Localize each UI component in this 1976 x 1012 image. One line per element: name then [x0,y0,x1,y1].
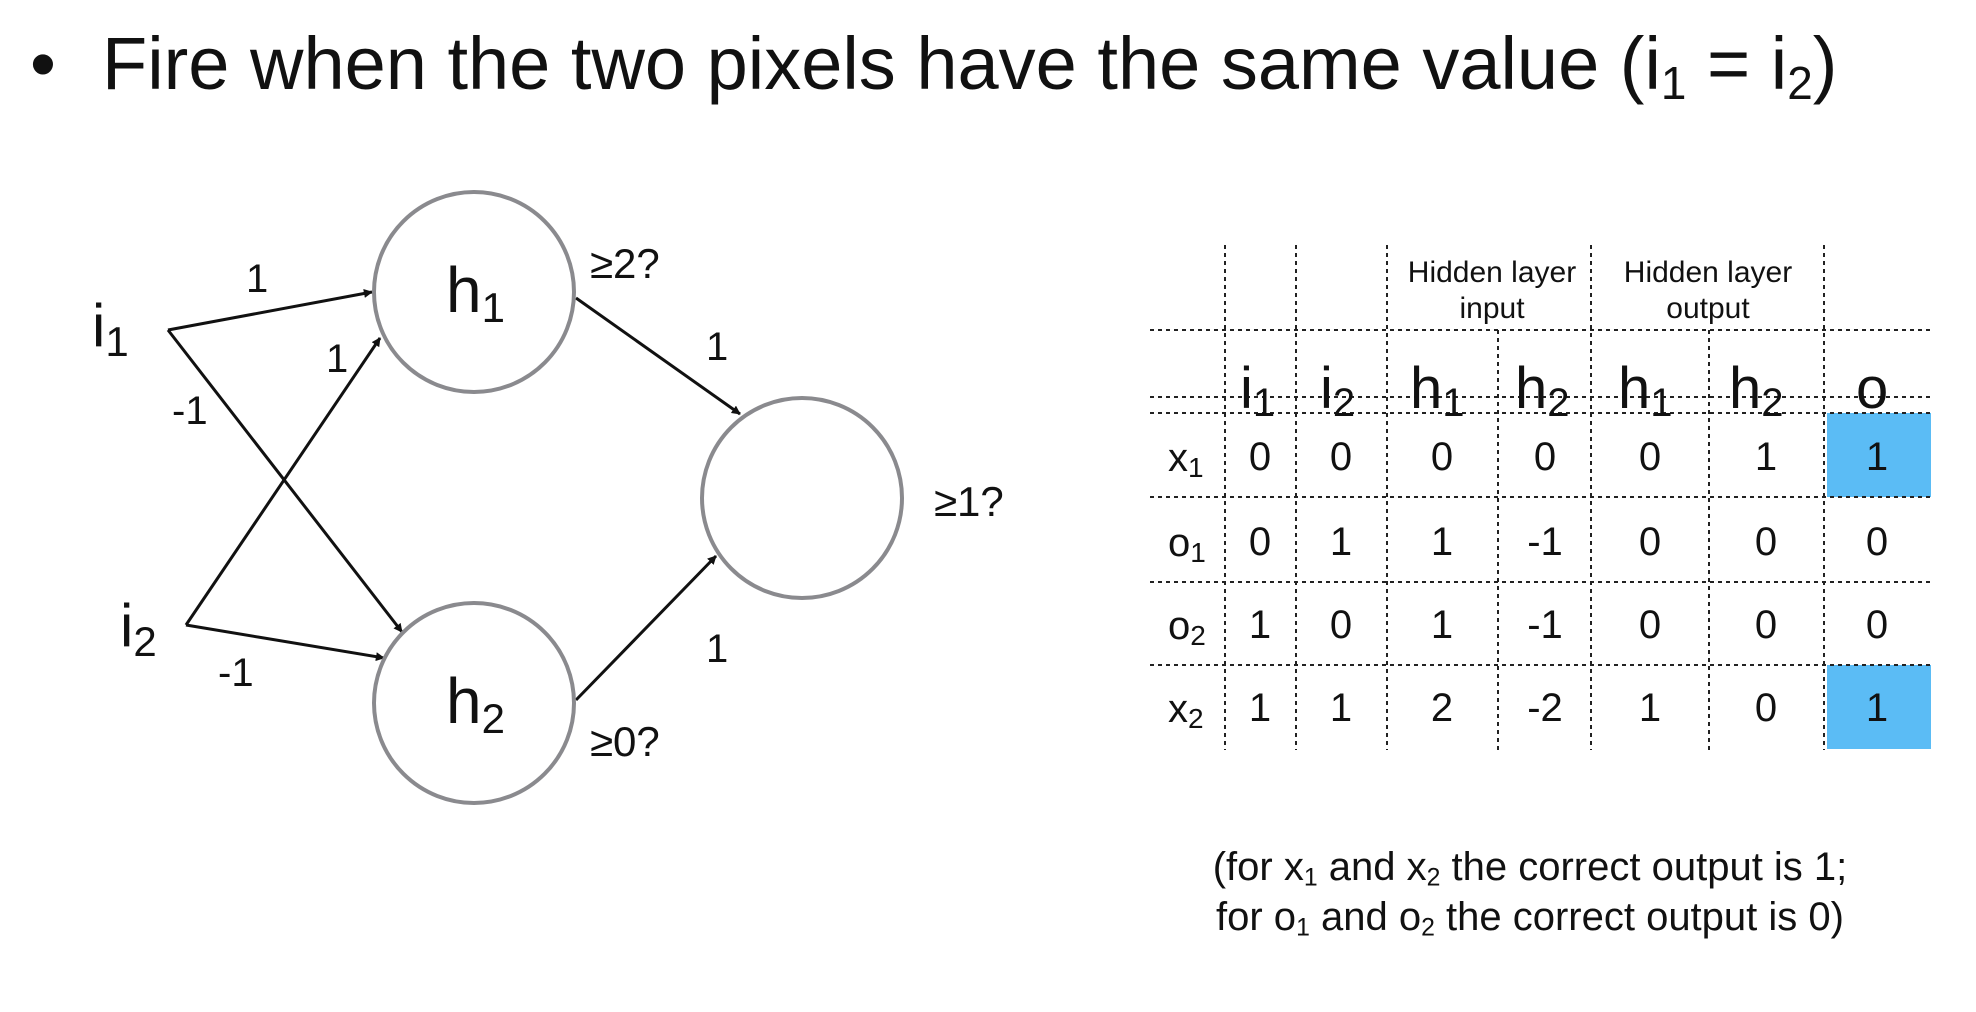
footnote-sub: 2 [1426,864,1441,892]
table-cell: -2 [1527,686,1563,730]
footnote-text: (for x [1212,845,1304,889]
footnote-text: the correct output is 1; [1440,845,1848,889]
footnote-text: and o [1309,895,1422,939]
column-header: h2 [1729,356,1784,425]
headline-text-before: Fire when the two pixels have the same v… [102,22,1661,105]
group-header-hidden-output-line1: Hidden layer [1624,256,1792,289]
headline: • Fire when the two pixels have the same … [30,22,1837,106]
table-cell: 2 [1431,686,1453,730]
table-cell: 0 [1330,435,1352,479]
threshold-output: ≥1? [934,478,1004,525]
column-header: h1 [1618,356,1673,425]
table-cell: 0 [1330,603,1352,647]
hidden-node-h1-label: h1 [446,254,505,331]
headline-text-mid: = i [1686,22,1788,105]
edge-h1-o [575,296,741,416]
weight-h1-o: 1 [706,325,728,369]
table-cell: 1 [1431,520,1453,564]
output-node [700,396,904,600]
table-cell: 1 [1249,603,1271,647]
footnote-line2: for o1 and o2 the correct output is 0) [1150,892,1910,942]
input-i2-label: i2 [120,592,157,665]
table-cell: 0 [1639,435,1661,479]
bullet-icon: • [30,22,56,105]
row-label: x2 [1168,687,1204,734]
row-label: o2 [1168,604,1206,651]
weight-h2-o: 1 [706,627,728,671]
footnote: (for x1 and x2 the correct output is 1; … [1150,842,1910,942]
group-header-hidden-input-line2: input [1459,292,1525,325]
footnote-text: and x [1317,845,1427,889]
edge-i1-h1 [167,289,373,332]
highlight-cell-x1-output [1827,413,1931,497]
table-cell: 0 [1866,520,1888,564]
column-header: i1 [1240,356,1275,425]
footnote-sub: 2 [1421,914,1435,942]
row-labels: x1 o1 o2 x2 [1168,436,1206,734]
headline-sub2: 2 [1787,57,1813,110]
table-cell: 0 [1866,603,1888,647]
column-header: o [1856,356,1888,421]
table-cell: 0 [1639,520,1661,564]
headline-sub1: 1 [1660,57,1687,110]
table-cells: 0 0 0 0 0 1 1 0 1 1 -1 0 0 0 1 0 1 -1 0 … [1249,435,1888,730]
table-cell: -1 [1527,603,1563,647]
table-grid [1150,245,1931,750]
footnote-line1: (for x1 and x2 the correct output is 1; [1150,842,1910,892]
table-cell: 1 [1249,686,1271,730]
footnote-sub: 1 [1303,864,1318,892]
weight-i1-h1: 1 [246,257,268,301]
table-cell: 0 [1755,520,1777,564]
hidden-node-h2 [372,601,576,805]
table-cell: 1 [1330,686,1352,730]
footnote-text: the correct output is 0) [1434,895,1844,939]
highlight-cell-x2-output [1827,665,1931,749]
table-cell: 1 [1866,686,1888,730]
table-cell: 1 [1431,603,1453,647]
weight-i2-h1: 1 [326,337,348,381]
table-cell: 1 [1330,520,1352,564]
threshold-h1: ≥2? [590,240,660,287]
input-i1-label: i1 [92,292,129,365]
column-headers: i1 i2 h1 h2 h1 h2 o [1240,356,1888,425]
row-label: x1 [1168,436,1204,483]
table-cell: 0 [1249,520,1271,564]
table-cell: 0 [1534,435,1556,479]
table-cell: 0 [1755,603,1777,647]
table-cell: 1 [1639,686,1661,730]
edge-h2-o [574,554,718,702]
footnote-text: for o [1216,895,1297,939]
edge-i2-h2 [185,623,385,662]
weight-i1-h2: -1 [172,389,208,433]
hidden-node-h2-label: h2 [446,665,505,742]
table-cell: -1 [1527,520,1563,564]
hidden-node-h1 [372,190,576,394]
weight-i2-h2: -1 [218,651,254,695]
table-cell: 0 [1249,435,1271,479]
table-cell: 0 [1755,686,1777,730]
edge-i2-h1 [184,337,382,626]
threshold-h2: ≥0? [590,718,660,765]
group-header-hidden-input-line1: Hidden layer [1408,256,1576,289]
row-label: o1 [1168,521,1206,568]
table-cell: 0 [1431,435,1453,479]
table-cell: 1 [1755,435,1777,479]
table-cell: 1 [1866,435,1888,479]
table-cell: 0 [1639,603,1661,647]
column-header: i2 [1320,356,1355,425]
group-header-hidden-output-line2: output [1666,292,1750,325]
column-header: h1 [1410,356,1465,425]
column-header: h2 [1515,356,1570,425]
footnote-sub: 1 [1296,914,1310,942]
headline-text-after: ) [1812,22,1838,105]
